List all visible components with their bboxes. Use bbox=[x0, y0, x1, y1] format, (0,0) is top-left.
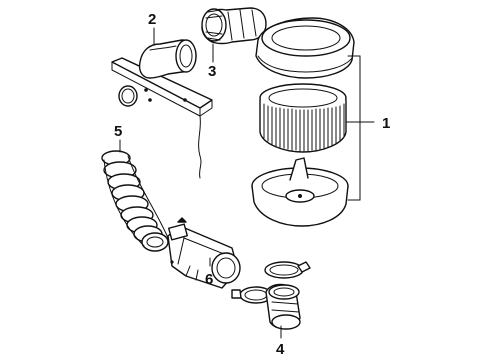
inlet-duct bbox=[138, 39, 197, 79]
callout-6: 6 bbox=[205, 271, 213, 288]
throttle-boot bbox=[231, 261, 311, 330]
leader-lines bbox=[119, 27, 375, 339]
callout-5: 5 bbox=[114, 123, 122, 140]
callout-1: 1 bbox=[382, 115, 390, 132]
air-cleaner-cover bbox=[255, 17, 355, 79]
callout-3: 3 bbox=[208, 63, 216, 80]
callout-4: 4 bbox=[276, 341, 285, 358]
air-cleaner-base bbox=[251, 157, 349, 227]
body-panel bbox=[111, 57, 213, 179]
outlet-boot bbox=[201, 7, 267, 45]
air-flow-meter bbox=[167, 217, 241, 289]
callout-2: 2 bbox=[148, 11, 156, 28]
filter-element bbox=[259, 83, 347, 153]
corrugated-hose bbox=[101, 150, 169, 252]
